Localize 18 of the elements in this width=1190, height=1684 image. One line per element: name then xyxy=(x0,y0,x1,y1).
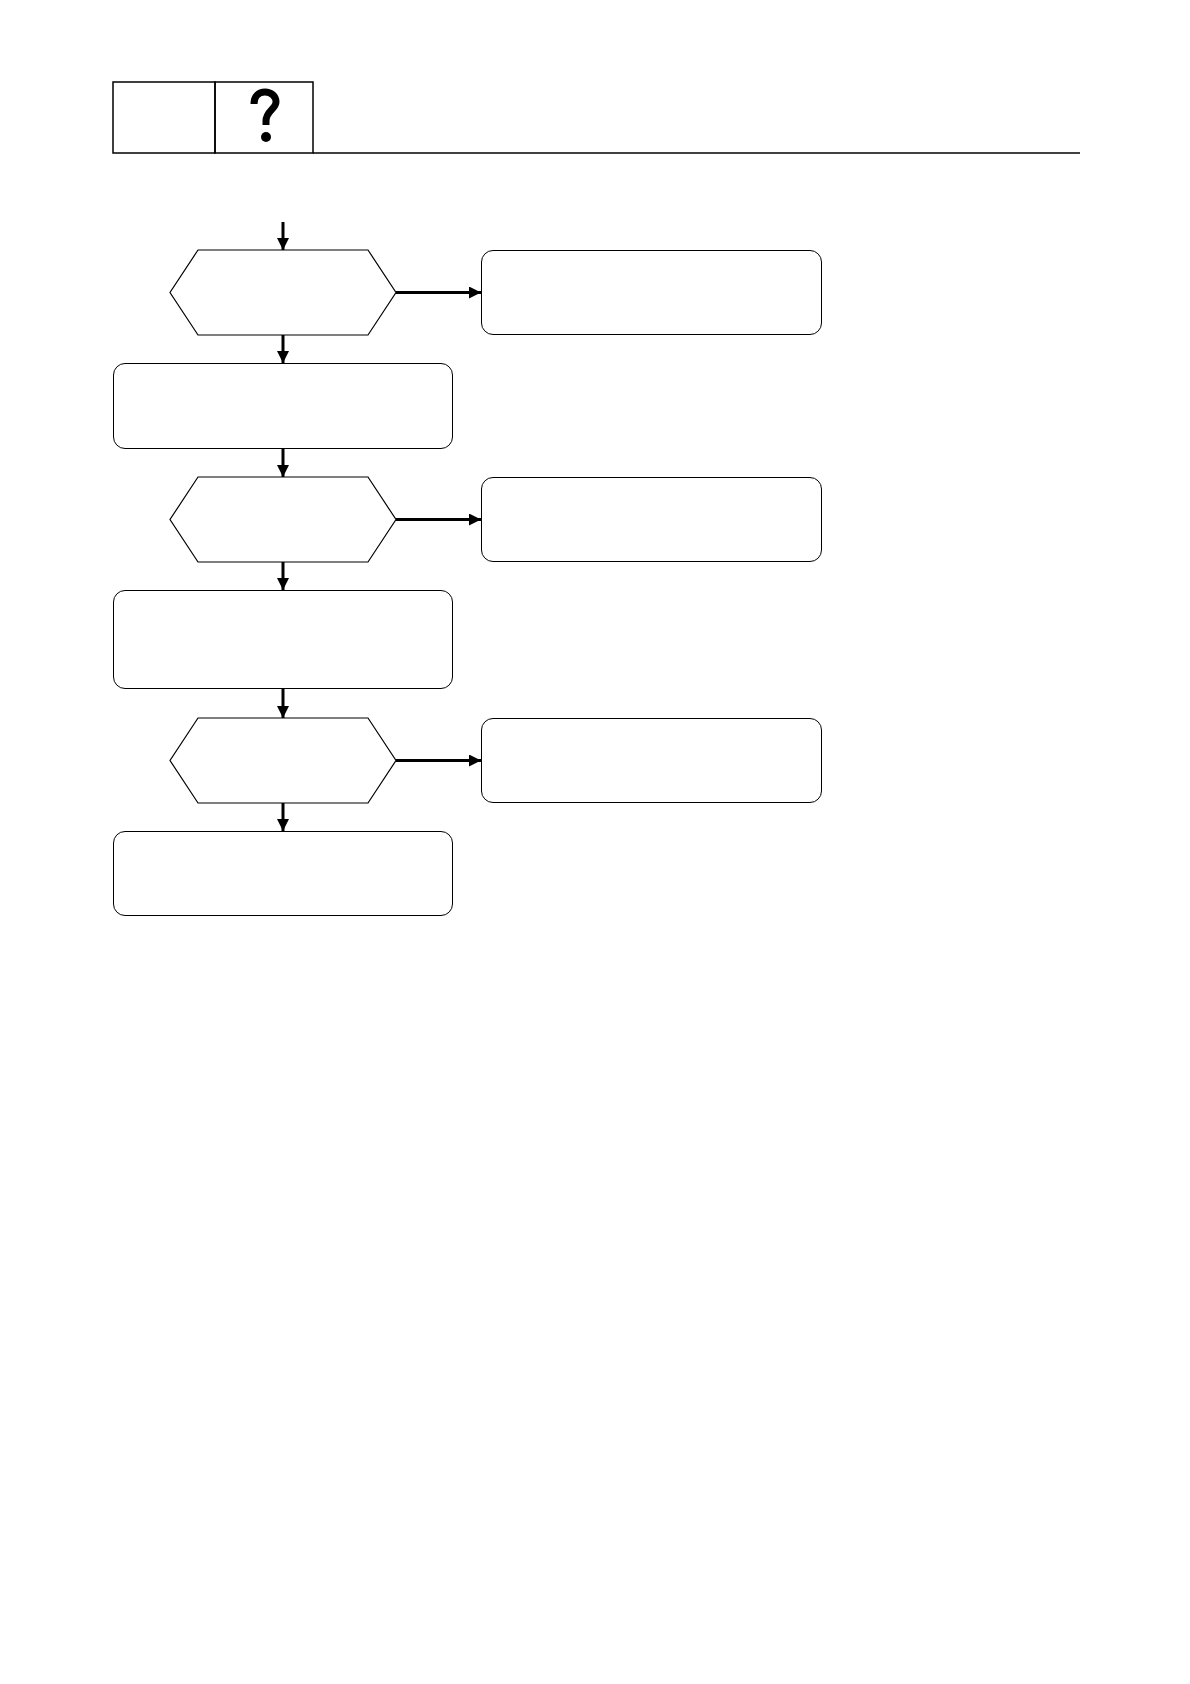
process-box xyxy=(481,477,822,562)
arrow xyxy=(277,335,289,363)
arrow xyxy=(277,449,289,477)
arrow xyxy=(396,286,481,299)
arrow xyxy=(277,803,289,831)
process-box xyxy=(113,363,453,449)
process-box xyxy=(481,718,822,803)
arrow xyxy=(277,689,289,718)
decision-hexagon xyxy=(170,477,396,562)
decision-hexagon xyxy=(170,718,396,803)
arrow xyxy=(396,754,481,767)
process-box xyxy=(113,831,453,916)
decision-hexagon xyxy=(170,250,396,335)
process-box xyxy=(481,250,822,335)
arrow xyxy=(277,562,289,590)
arrow xyxy=(277,222,289,250)
arrow xyxy=(396,513,481,526)
process-box xyxy=(113,590,453,689)
